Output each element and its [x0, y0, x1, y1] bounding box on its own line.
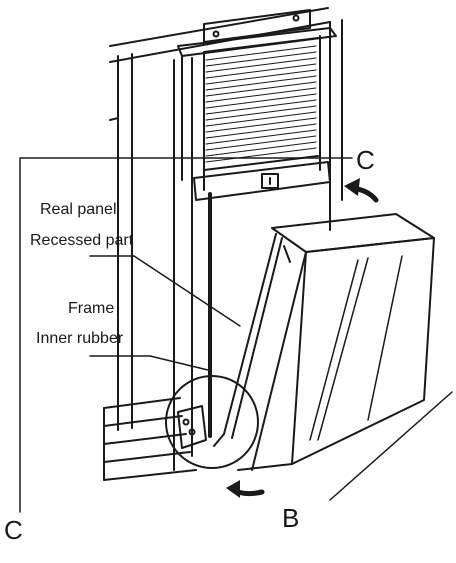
section-line-c [19, 157, 353, 513]
label-inner-rubber: Inner rubber [36, 330, 124, 347]
label-recessed-part: Recessed part [30, 232, 134, 249]
label-section-c-top: C [356, 145, 375, 175]
rotate-arrow-top-head [344, 178, 360, 196]
accordion-curtain [173, 27, 337, 471]
rotate-arrow-bottom-head [226, 480, 240, 498]
leader-inner-rubber [149, 355, 209, 371]
window-sash [103, 7, 343, 481]
corner-bracket [177, 405, 207, 449]
leader-b [329, 391, 453, 501]
label-section-c-bottom: C [4, 515, 23, 545]
leader-recessed-part [133, 255, 241, 327]
label-detail-b: B [282, 503, 300, 533]
top-bracket [203, 9, 311, 43]
label-real-panel: Real panel [40, 201, 117, 218]
label-frame: Frame [68, 300, 115, 317]
detail-circle-b [165, 375, 259, 469]
foam-panel [213, 213, 435, 471]
